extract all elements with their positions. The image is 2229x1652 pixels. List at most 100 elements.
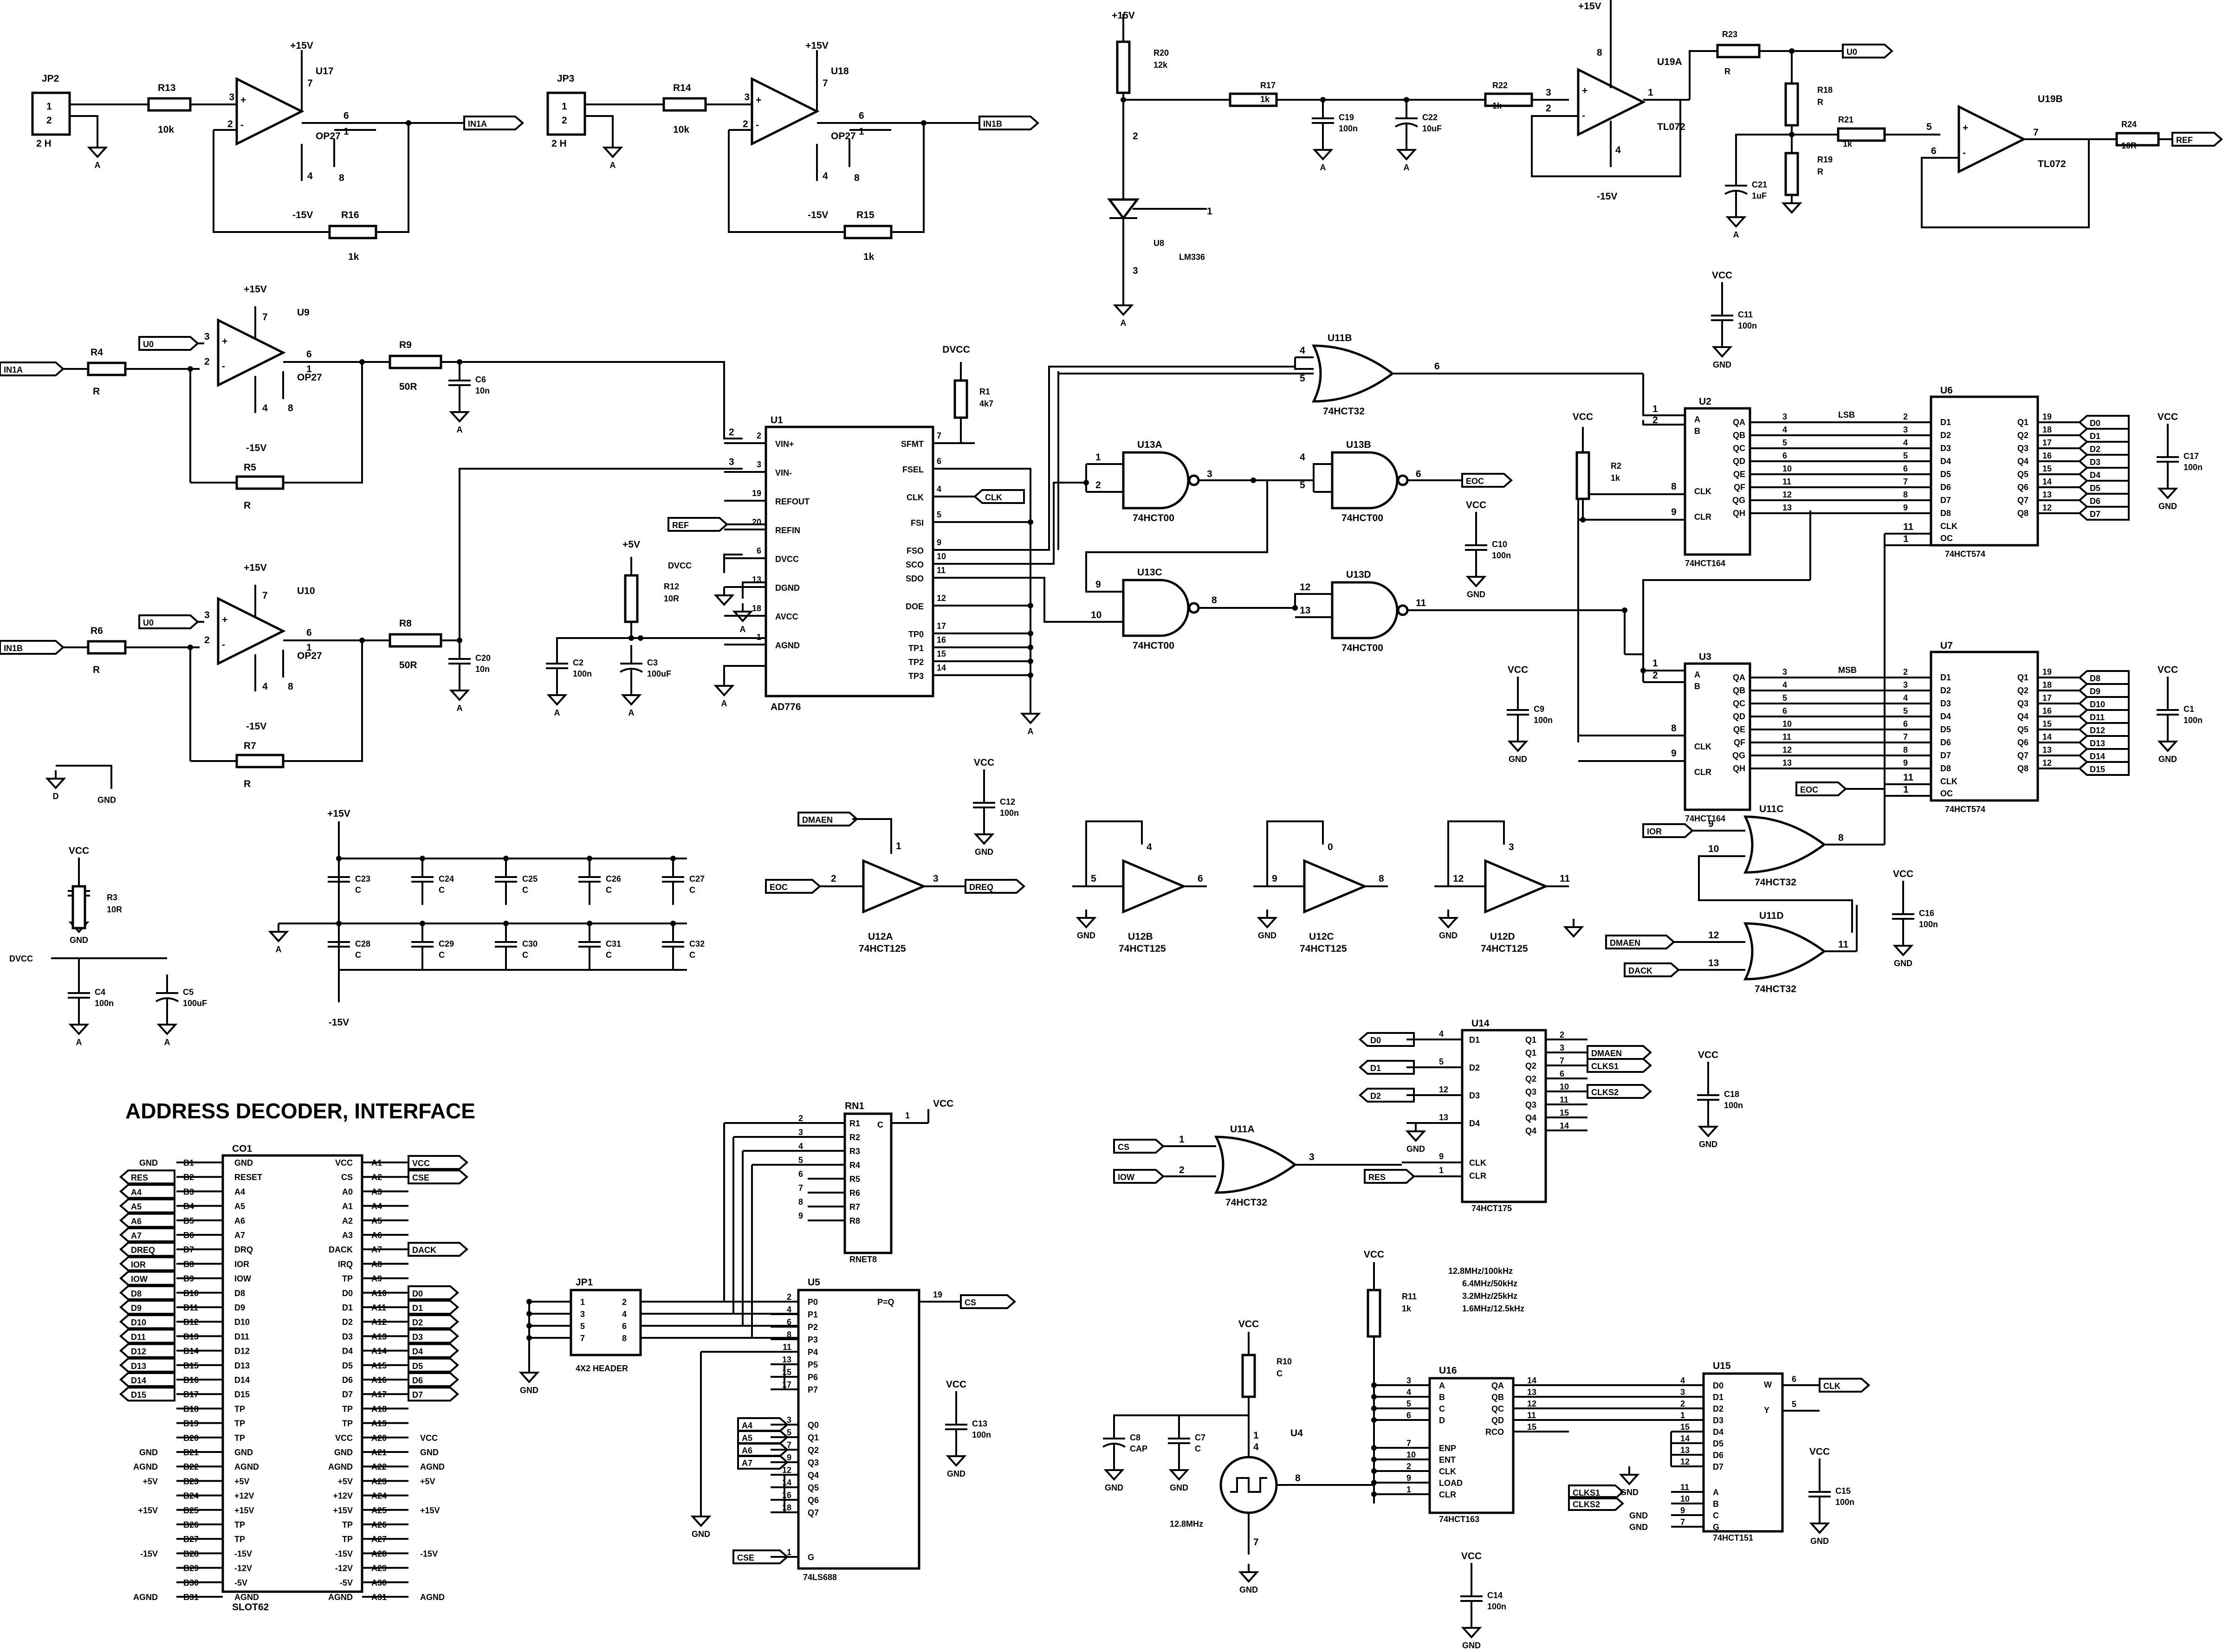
gate-part: 74HCT00 — [1341, 643, 1383, 653]
net-flag — [1364, 1169, 1416, 1184]
net-flag-label: CLK — [1823, 1381, 1840, 1391]
label: GND — [1629, 1523, 1648, 1532]
net-flag — [119, 1242, 175, 1257]
net-flag — [1795, 781, 1847, 796]
wire — [723, 665, 766, 678]
resistor — [221, 1154, 363, 1593]
label: 7 — [307, 78, 313, 89]
label: 11 — [1560, 873, 1570, 884]
label: CLK — [1940, 522, 1957, 531]
label: SLOT62 — [232, 1602, 269, 1613]
label: TP — [234, 1404, 245, 1413]
label: 2 — [1133, 131, 1138, 142]
junction-dot — [420, 856, 425, 861]
net-flag — [119, 1271, 175, 1286]
label: Q2 — [2017, 686, 2028, 695]
net-flag-label: D2 — [412, 1318, 423, 1327]
label: 4 — [937, 484, 941, 494]
ground-icon — [156, 1024, 178, 1035]
label: 1 — [905, 1111, 910, 1120]
wire — [1085, 479, 1268, 593]
label: 6 — [757, 546, 761, 555]
net-flag — [1842, 44, 1894, 58]
resistor — [1784, 82, 1799, 127]
label: 12 — [937, 594, 946, 603]
cap-ref: C2 — [573, 658, 583, 667]
resistor — [1716, 44, 1761, 58]
junction-dot — [1580, 517, 1586, 523]
resistor — [87, 361, 127, 376]
label: 7 — [262, 312, 268, 323]
label: 16 — [2042, 451, 2052, 460]
net-flag — [2078, 480, 2130, 495]
label: G — [1713, 1523, 1719, 1532]
net-flag-label: DMAEN — [1610, 938, 1640, 948]
label: P3 — [808, 1335, 818, 1344]
net-flag — [1358, 1032, 1415, 1047]
label: 2 — [1680, 1399, 1685, 1408]
net-flag — [2078, 761, 2130, 776]
label: 5 — [787, 1428, 791, 1437]
resistor — [662, 97, 707, 112]
label: Q3 — [808, 1458, 819, 1467]
wire — [1230, 1477, 1267, 1493]
wire — [1434, 820, 1505, 887]
gate-ref: U11D — [1759, 910, 1784, 921]
opamp-triangle — [1957, 104, 2027, 174]
label: CLK — [907, 493, 924, 502]
ground-icon — [732, 611, 753, 622]
net-flag — [119, 1213, 175, 1228]
label: 3 — [1782, 412, 1787, 421]
ground-label: A — [721, 699, 727, 708]
label: D3 — [1940, 699, 1951, 708]
ground-icon — [1103, 1469, 1125, 1481]
gate-part: 74HCT32 — [1225, 1197, 1267, 1208]
label: D7 — [1940, 496, 1951, 505]
gate-part: 74HCT32 — [1755, 877, 1796, 888]
wire — [975, 577, 1086, 623]
label: 1 — [1652, 658, 1658, 669]
junction-dot — [1640, 668, 1646, 673]
label: TP0 — [908, 630, 924, 639]
label: 50R — [399, 381, 417, 392]
net-flag-label: D4 — [2090, 471, 2100, 480]
label: U3 — [1699, 652, 1711, 662]
label: -15V — [335, 1549, 353, 1558]
opamp-ref: U18 — [831, 66, 849, 77]
label: 8 — [288, 403, 293, 413]
net-flag-label: D2 — [1370, 1091, 1381, 1101]
nand-gate — [1331, 581, 1399, 639]
net-flag-label: D1 — [2090, 432, 2100, 441]
net-flag — [0, 361, 65, 376]
label: 13 — [2042, 490, 2052, 499]
net-flag — [978, 116, 1040, 130]
cap-val: 100n — [1492, 551, 1511, 560]
wire — [283, 362, 363, 484]
junction-dot — [1371, 1417, 1377, 1423]
label: 4 — [1615, 145, 1621, 155]
label: 1 — [562, 101, 567, 112]
label: R6 — [849, 1188, 860, 1198]
label: D5 — [1940, 470, 1951, 479]
label: QB — [1733, 686, 1745, 695]
wire — [1642, 420, 1685, 426]
net-flag-label: CS — [1118, 1142, 1129, 1152]
ground-icon — [546, 694, 568, 706]
label: +15V — [805, 40, 829, 51]
resistor — [1428, 1377, 1515, 1514]
label: AGND — [133, 1593, 158, 1602]
label: +5V — [337, 1477, 353, 1486]
cap-val: 100n — [2184, 716, 2203, 725]
label: 12.8MHz — [1170, 1519, 1203, 1529]
ground-label: A — [610, 161, 616, 170]
label: +15V — [333, 1506, 353, 1515]
label: 13 — [1527, 1387, 1536, 1397]
resistor — [1461, 1029, 1547, 1203]
label: +5V — [622, 539, 640, 550]
label: R5 — [849, 1174, 860, 1184]
label: 10 — [1091, 610, 1102, 620]
label: VCC — [974, 757, 994, 768]
label: U6 — [1940, 385, 1953, 396]
label: VCC — [69, 845, 89, 856]
